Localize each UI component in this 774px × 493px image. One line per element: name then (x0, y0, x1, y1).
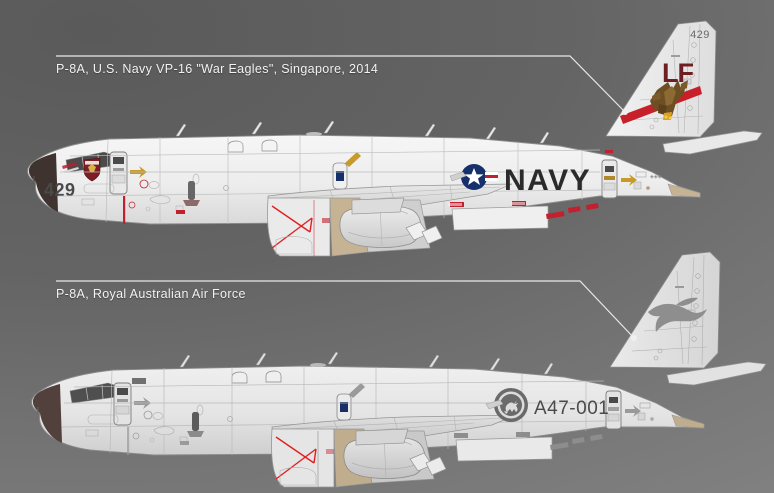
navy-sensor-pointer-icon (345, 152, 361, 167)
navy-eagle-emblem (650, 80, 688, 120)
raaf-tail-eagle-emblem (648, 297, 707, 332)
navy-nose-number: 429 (44, 180, 76, 200)
raaf-warning-placards (180, 432, 603, 454)
navy-airframe: 429 LF 429 (27, 20, 763, 257)
navy-weapons-bay (267, 197, 331, 257)
navy-gear-doors (405, 221, 443, 245)
caption-navy: P-8A, U.S. Navy VP-16 "War Eagles", Sing… (56, 62, 379, 76)
raaf-weapons-bay (271, 428, 335, 488)
raaf-bay-cross-marking (275, 436, 317, 480)
raaf-radome (32, 384, 62, 443)
navy-us-insignia (449, 164, 498, 190)
navy-radome-line (32, 175, 35, 191)
raaf-radome-line (36, 406, 39, 422)
raaf-sensor-pointer-icon (349, 383, 365, 398)
navy-fuselage-ports (81, 173, 229, 212)
navy-aft-door[interactable] (601, 150, 618, 199)
navy-nose-chevrons (62, 162, 79, 173)
navy-aft-belly-panel (451, 205, 549, 231)
raaf-fin-marker (675, 286, 684, 288)
raaf-serial: A47-001 (534, 398, 609, 419)
raaf-overwing-exits (231, 370, 282, 384)
navy-tailcone (667, 183, 701, 198)
navy-squadron-badge (83, 157, 101, 182)
navy-fuselage-red-stripe (123, 196, 126, 224)
raaf-stabilizer (666, 361, 767, 386)
raaf-aft-belly-panel (455, 436, 553, 462)
raaf-cockpit-frames (85, 384, 104, 401)
caption-raaf: P-8A, Royal Australian Air Force (56, 287, 246, 301)
raaf-aft-markings (637, 402, 654, 421)
navy-aft-door-arrow-icon (621, 174, 637, 186)
navy-overwing-exits (227, 139, 278, 153)
raaf-kangaroo-icon (504, 400, 518, 414)
navy-forward-door[interactable] (109, 151, 128, 195)
raaf-fuselage-ports (85, 404, 233, 443)
navy-aft-markings: ◈◈◈ (633, 171, 662, 190)
raaf-gear-doors (409, 452, 447, 476)
raaf-aft-door-arrow-icon (625, 405, 641, 417)
raaf-tailcone (671, 414, 705, 429)
navy-radome (28, 153, 58, 212)
raaf-fuselage-stripe (127, 427, 130, 455)
navy-tail-code: LF (662, 58, 693, 88)
navy-service-title: NAVY (504, 164, 591, 197)
navy-stabilizer (662, 130, 763, 155)
raaf-ventral-antenna (187, 412, 204, 437)
raaf-fin-ports (653, 273, 701, 361)
navy-tail-number: 429 (690, 29, 710, 41)
svg-text:◈◈◈: ◈◈◈ (650, 174, 662, 180)
raaf-forward-door[interactable] (113, 378, 146, 426)
raaf-roundel (485, 388, 528, 422)
navy-dorsal-antennas (175, 120, 550, 144)
navy-ventral-antenna (183, 181, 200, 206)
raaf-sensor-window (336, 393, 352, 421)
raaf-dorsal-antennas (179, 351, 554, 375)
raaf-engine-pylon (355, 428, 409, 446)
navy-fin-marker (671, 55, 680, 57)
navy-bay-cross-marking (271, 205, 313, 249)
raaf-airframe: A47-001 (31, 251, 767, 488)
navy-warning-placards (176, 201, 599, 223)
navy-engine-pylon (351, 197, 405, 215)
raaf-aft-door[interactable] (605, 390, 622, 430)
